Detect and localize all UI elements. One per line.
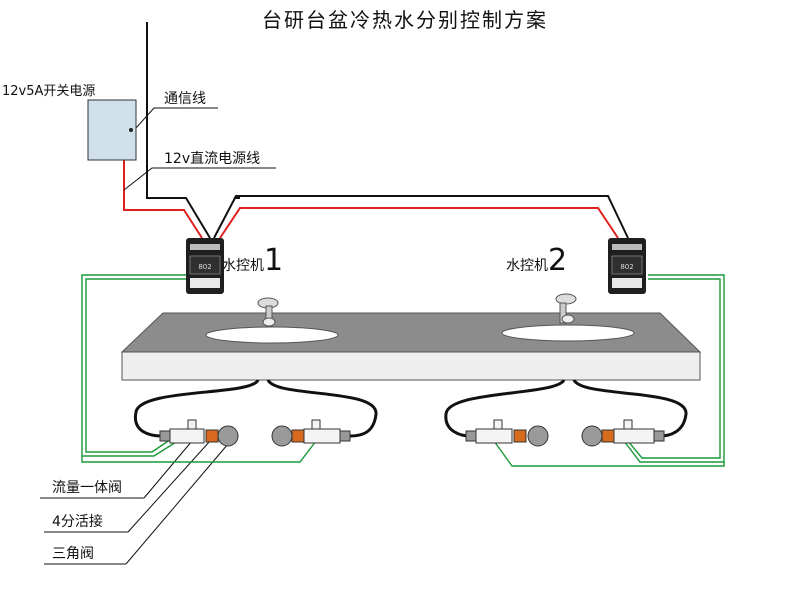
controller-2-display: 802	[620, 263, 633, 271]
controller-1: 802	[186, 238, 224, 294]
faucet-right	[555, 293, 577, 324]
leader-lines	[40, 107, 276, 565]
power-supply-indicator	[129, 128, 133, 132]
controller-2: 802	[608, 238, 646, 294]
controller-2-number: 2	[548, 243, 568, 278]
valve-assembly-1	[159, 419, 239, 447]
hoses	[133, 378, 688, 438]
valve-assembly-3	[465, 419, 549, 447]
controller-1-number: 1	[264, 243, 284, 278]
basin-right	[501, 324, 635, 342]
controller-1-label: 水控机	[222, 258, 264, 274]
comm-wire-label: 通信线	[164, 91, 206, 107]
legend-union-joint: 4分活接	[52, 514, 103, 530]
valve-assembly-2	[271, 419, 351, 447]
valve-assembly-4	[581, 419, 665, 447]
signal-wire-comm	[146, 22, 629, 239]
controller-1-caption: 水控机1	[222, 246, 283, 276]
diagram-title: 台研台盆冷热水分别控制方案	[262, 8, 548, 32]
dc-wire-label: 12v直流电源线	[164, 151, 261, 167]
counter-front	[121, 351, 701, 381]
power-supply-box	[87, 99, 137, 161]
controller-2-label: 水控机	[506, 258, 548, 274]
faucet-left	[257, 297, 279, 327]
power-wire-dc	[123, 160, 619, 239]
controller-2-caption: 水控机2	[506, 246, 567, 276]
controller-1-display: 802	[198, 263, 211, 271]
legend-angle-valve: 三角阀	[52, 546, 94, 562]
basin-left	[205, 326, 339, 344]
legend-flow-valve: 流量一体阀	[52, 480, 122, 496]
power-supply-label: 12v5A开关电源	[2, 84, 96, 99]
green-wire-right-cold	[493, 440, 725, 467]
green-wire-left-hot	[81, 440, 317, 463]
